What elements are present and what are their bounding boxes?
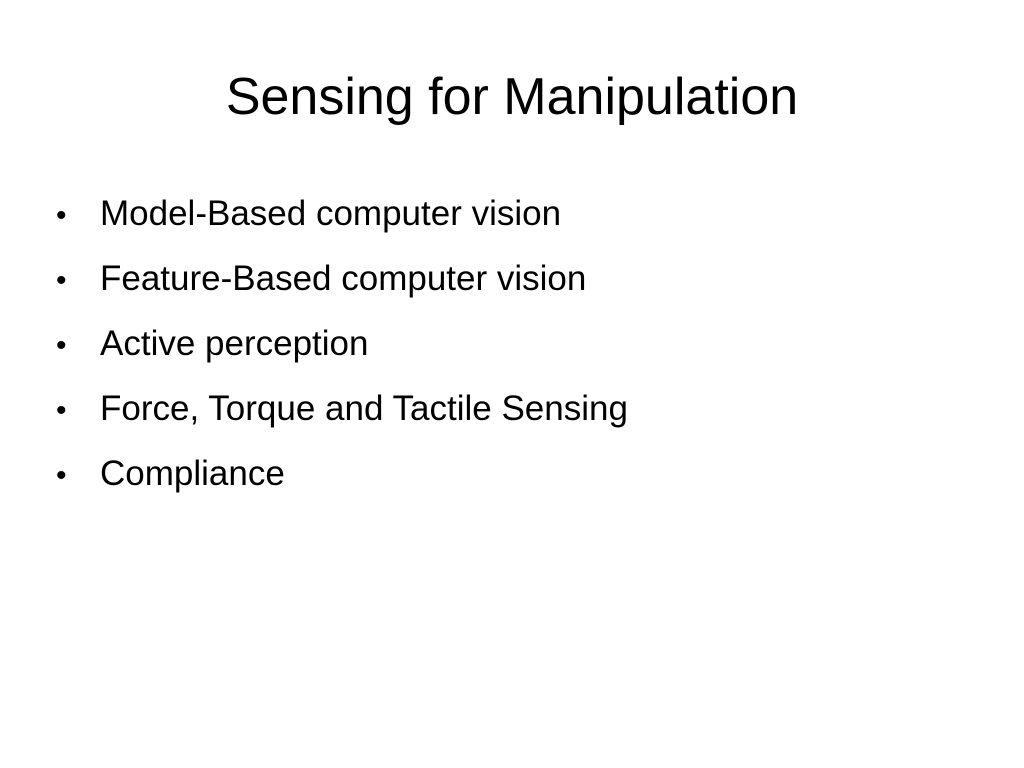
bullet-text: Compliance [100,454,285,493]
bullet-dot-icon: • [56,264,67,297]
bullet-list: • Model-Based computer vision • Feature-… [56,186,956,511]
bullet-text: Force, Torque and Tactile Sensing [100,389,628,428]
bullet-item: • Feature-Based computer vision [56,251,956,316]
bullet-item: • Compliance [56,446,956,511]
bullet-dot-icon: • [56,394,67,427]
bullet-text: Active perception [100,324,369,363]
bullet-item: • Active perception [56,316,956,381]
bullet-item: • Force, Torque and Tactile Sensing [56,381,956,446]
slide-title: Sensing for Manipulation [225,68,799,126]
bullet-dot-icon: • [56,459,67,492]
bullet-item: • Model-Based computer vision [56,186,956,251]
bullet-dot-icon: • [56,329,67,362]
bullet-text: Model-Based computer vision [100,194,562,233]
bullet-dot-icon: • [56,199,67,232]
bullet-text: Feature-Based computer vision [100,259,587,298]
